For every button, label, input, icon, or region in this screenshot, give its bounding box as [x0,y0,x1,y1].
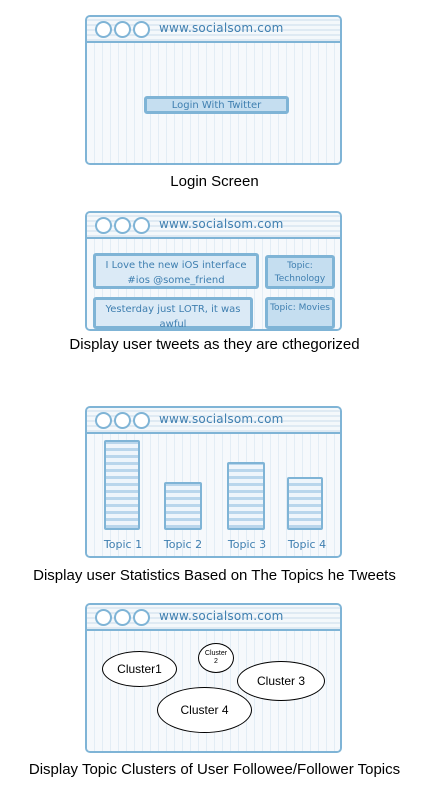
topic-bar[interactable] [104,440,140,530]
cluster-bubble[interactable]: Cluster 3 [237,661,325,701]
bar-label: Topic 4 [287,538,327,551]
clusters-caption: Display Topic Clusters of User Followee/… [28,761,401,778]
topic-tag: Topic: Technology [265,255,335,289]
bar-label: Topic 2 [163,538,203,551]
window-control-icon[interactable] [133,217,150,234]
url-text[interactable]: www.socialsom.com [159,609,284,623]
tweets-browser-window: www.socialsom.com I Love the new iOS int… [85,211,342,331]
cluster-bubble[interactable]: Cluster 2 [198,643,234,673]
topic-bar[interactable] [227,462,265,530]
login-caption: Login Screen [170,173,259,190]
browser-title-bar: www.socialsom.com [87,17,340,43]
window-control-icon[interactable] [133,412,150,429]
url-text[interactable]: www.socialsom.com [159,21,284,35]
cluster-bubble[interactable]: Cluster 4 [157,687,252,733]
browser-title-bar: www.socialsom.com [87,213,340,239]
topic-tag: Topic: Movies [265,297,335,329]
tweet-card[interactable]: I Love the new iOS interface #ios @some_… [93,253,259,289]
window-control-icon[interactable] [114,609,131,626]
window-control-icon[interactable] [114,21,131,38]
clusters-browser-window: www.socialsom.com Cluster1 Cluster 2 Clu… [85,603,342,753]
window-control-icon[interactable] [133,21,150,38]
window-control-icon[interactable] [95,412,112,429]
window-control-icon[interactable] [95,217,112,234]
window-control-icon[interactable] [133,609,150,626]
window-control-icon[interactable] [114,217,131,234]
topic-bar[interactable] [287,477,323,530]
window-control-icon[interactable] [114,412,131,429]
cluster-bubble[interactable]: Cluster1 [102,651,177,687]
tweets-caption: Display user tweets as they are cthegori… [69,336,360,353]
url-text[interactable]: www.socialsom.com [159,217,284,231]
url-text[interactable]: www.socialsom.com [159,412,284,426]
window-control-icon[interactable] [95,21,112,38]
statistics-caption: Display user Statistics Based on The Top… [33,567,396,584]
login-browser-window: www.socialsom.com Login With Twitter [85,15,342,165]
topic-bar[interactable] [164,482,202,530]
window-control-icon[interactable] [95,609,112,626]
tweet-card[interactable]: Yesterday just LOTR, it was awful [93,297,253,329]
browser-title-bar: www.socialsom.com [87,605,340,631]
browser-title-bar: www.socialsom.com [87,408,340,434]
login-with-twitter-button[interactable]: Login With Twitter [144,96,289,114]
statistics-browser-window: www.socialsom.com Topic 1 Topic 2 Topic … [85,406,342,558]
bar-label: Topic 1 [103,538,143,551]
bar-label: Topic 3 [227,538,267,551]
